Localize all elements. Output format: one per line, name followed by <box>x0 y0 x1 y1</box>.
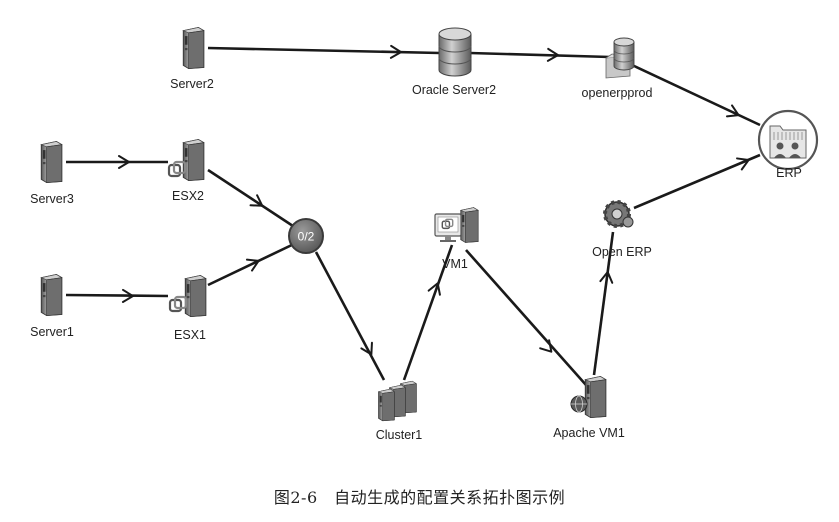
edge-server1-esx1 <box>65 293 169 298</box>
node-label: VM1 <box>442 257 468 271</box>
node-server1[interactable]: Server1 <box>30 273 74 339</box>
node-label: Apache VM1 <box>553 426 625 440</box>
arrow-server3-esx2 <box>118 155 130 169</box>
vmware-icon <box>168 295 188 313</box>
edge-arrows <box>118 44 750 356</box>
node-label: Open ERP <box>592 245 652 259</box>
server-icon <box>182 26 205 70</box>
node-esx1[interactable]: ESX1 <box>168 274 207 342</box>
node-label: Cluster1 <box>376 428 423 442</box>
node-vm1[interactable]: VM1 <box>434 207 479 271</box>
edge-counter-cluster1 <box>314 251 386 381</box>
edge-openerp-erp <box>633 153 761 210</box>
arrow-counter-cluster1 <box>360 341 373 356</box>
node-openerpprod[interactable]: openerpprod <box>582 37 653 100</box>
node-label: Server2 <box>170 77 214 91</box>
arrow-esx2-counter <box>249 194 264 207</box>
edge-server2-oracle <box>207 46 441 55</box>
arrow-vm1-apache <box>539 339 553 353</box>
globe-icon <box>570 395 588 413</box>
node-erp[interactable]: ERP <box>757 109 819 180</box>
counter-circle <box>288 218 324 254</box>
counter-label: 0/2 <box>298 230 315 244</box>
arrow-apache-openerp <box>599 271 614 284</box>
arrow-server2-oracle <box>389 44 402 59</box>
node-cluster1[interactable]: Cluster1 <box>376 380 423 442</box>
edge-apache-openerp <box>592 231 615 376</box>
server-icon <box>182 138 205 182</box>
node-label: ESX1 <box>174 328 206 342</box>
node-esx2[interactable]: ESX2 <box>167 138 205 203</box>
arrow-cluster1-vm1 <box>427 282 441 296</box>
node-server3[interactable]: Server3 <box>30 140 74 206</box>
application-gear-icon <box>603 200 634 228</box>
node-label: Oracle Server2 <box>412 83 496 97</box>
arrow-openerpprod-erp <box>725 104 740 118</box>
users-folder-icon <box>769 125 807 159</box>
arrow-esx1-counter <box>245 258 260 272</box>
arrow-openerp-erp <box>736 157 750 171</box>
node-label: openerpprod <box>582 86 653 100</box>
node-label: Server3 <box>30 192 74 206</box>
node-server2[interactable]: Server2 <box>170 26 214 91</box>
vmware-icon <box>167 160 187 178</box>
edge-esx2-counter <box>207 168 297 230</box>
node-label: ERP <box>776 166 802 180</box>
server-icon <box>584 375 607 419</box>
server-icon <box>40 140 63 184</box>
node-open-erp[interactable]: Open ERP <box>592 200 652 259</box>
node-counter[interactable]: 0/2 <box>288 218 324 254</box>
edges <box>65 46 761 386</box>
node-label: ESX2 <box>172 189 204 203</box>
edge-oracle-openerpprod <box>469 51 611 59</box>
database-instance-icon <box>605 37 635 79</box>
edge-vm1-apache <box>465 249 587 386</box>
topology-diagram: Server2 Server3 Server1 ESX2 ESX1 0/2 Cl… <box>30 26 819 442</box>
cluster-icon <box>378 380 417 422</box>
server-icon <box>184 274 207 318</box>
edge-cluster1-vm1 <box>402 244 454 381</box>
node-oracle-server2[interactable]: Oracle Server2 <box>412 27 496 97</box>
database-icon <box>438 27 472 77</box>
node-label: Server1 <box>30 325 74 339</box>
arrow-oracle-openerpprod <box>546 47 559 62</box>
node-apache-vm1[interactable]: Apache VM1 <box>553 375 625 440</box>
figure-caption: 图2-6 自动生成的配置关系拓扑图示例 <box>273 488 566 507</box>
arrow-server1-esx1 <box>121 288 134 303</box>
vm-icon <box>434 207 479 243</box>
server-icon <box>40 273 63 317</box>
edge-esx1-counter <box>207 241 297 287</box>
